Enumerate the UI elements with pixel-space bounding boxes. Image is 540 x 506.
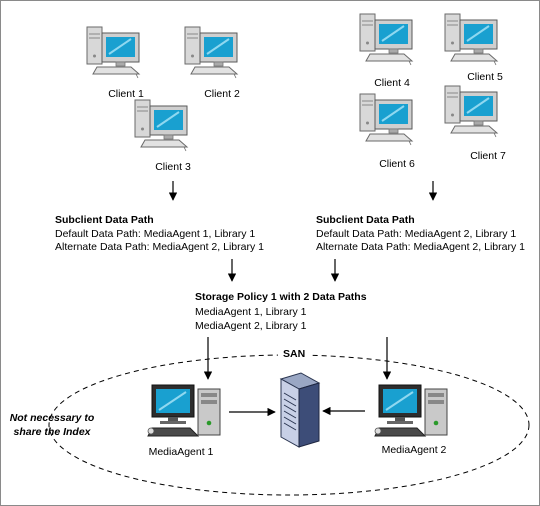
storage-policy-path-2: MediaAgent 2, Library 1 xyxy=(195,320,307,332)
client-4-icon xyxy=(359,13,413,66)
client-1-icon xyxy=(86,26,140,79)
client-4-label: Client 4 xyxy=(374,77,410,89)
client-7-icon xyxy=(444,85,498,138)
right-path-alternate: Alternate Data Path: MediaAgent 2, Libra… xyxy=(316,241,525,253)
right-path-title: Subclient Data Path xyxy=(316,214,415,226)
mediaagent-1-icon xyxy=(147,384,221,437)
client-1-label: Client 1 xyxy=(108,88,144,100)
left-path-alternate: Alternate Data Path: MediaAgent 2, Libra… xyxy=(55,241,264,253)
client-5-icon xyxy=(444,13,498,66)
storage-policy-path-1: MediaAgent 1, Library 1 xyxy=(195,306,307,318)
mediaagent-2-label: MediaAgent 2 xyxy=(381,444,447,456)
client-2-icon xyxy=(184,26,238,79)
client-5-label: Client 5 xyxy=(467,71,503,83)
right-path-default: Default Data Path: MediaAgent 2, Library… xyxy=(316,228,517,240)
storage-policy-title: Storage Policy 1 with 2 Data Paths xyxy=(195,291,367,303)
left-path-default: Default Data Path: MediaAgent 1, Library… xyxy=(55,228,256,240)
library-icon xyxy=(279,372,321,448)
index-note-line-2: share the Index xyxy=(13,426,91,438)
index-note-line-1: Not necessary to xyxy=(9,412,95,424)
client-7-label: Client 7 xyxy=(470,150,506,162)
left-path-title: Subclient Data Path xyxy=(55,214,154,226)
client-2-label: Client 2 xyxy=(204,88,240,100)
san-label: SAN xyxy=(278,348,311,360)
client-6-label: Client 6 xyxy=(379,158,415,170)
mediaagent-1-label: MediaAgent 1 xyxy=(148,446,214,458)
client-3-icon xyxy=(134,99,188,152)
mediaagent-2-icon xyxy=(374,384,448,437)
client-3-label: Client 3 xyxy=(155,161,191,173)
client-6-icon xyxy=(359,93,413,146)
